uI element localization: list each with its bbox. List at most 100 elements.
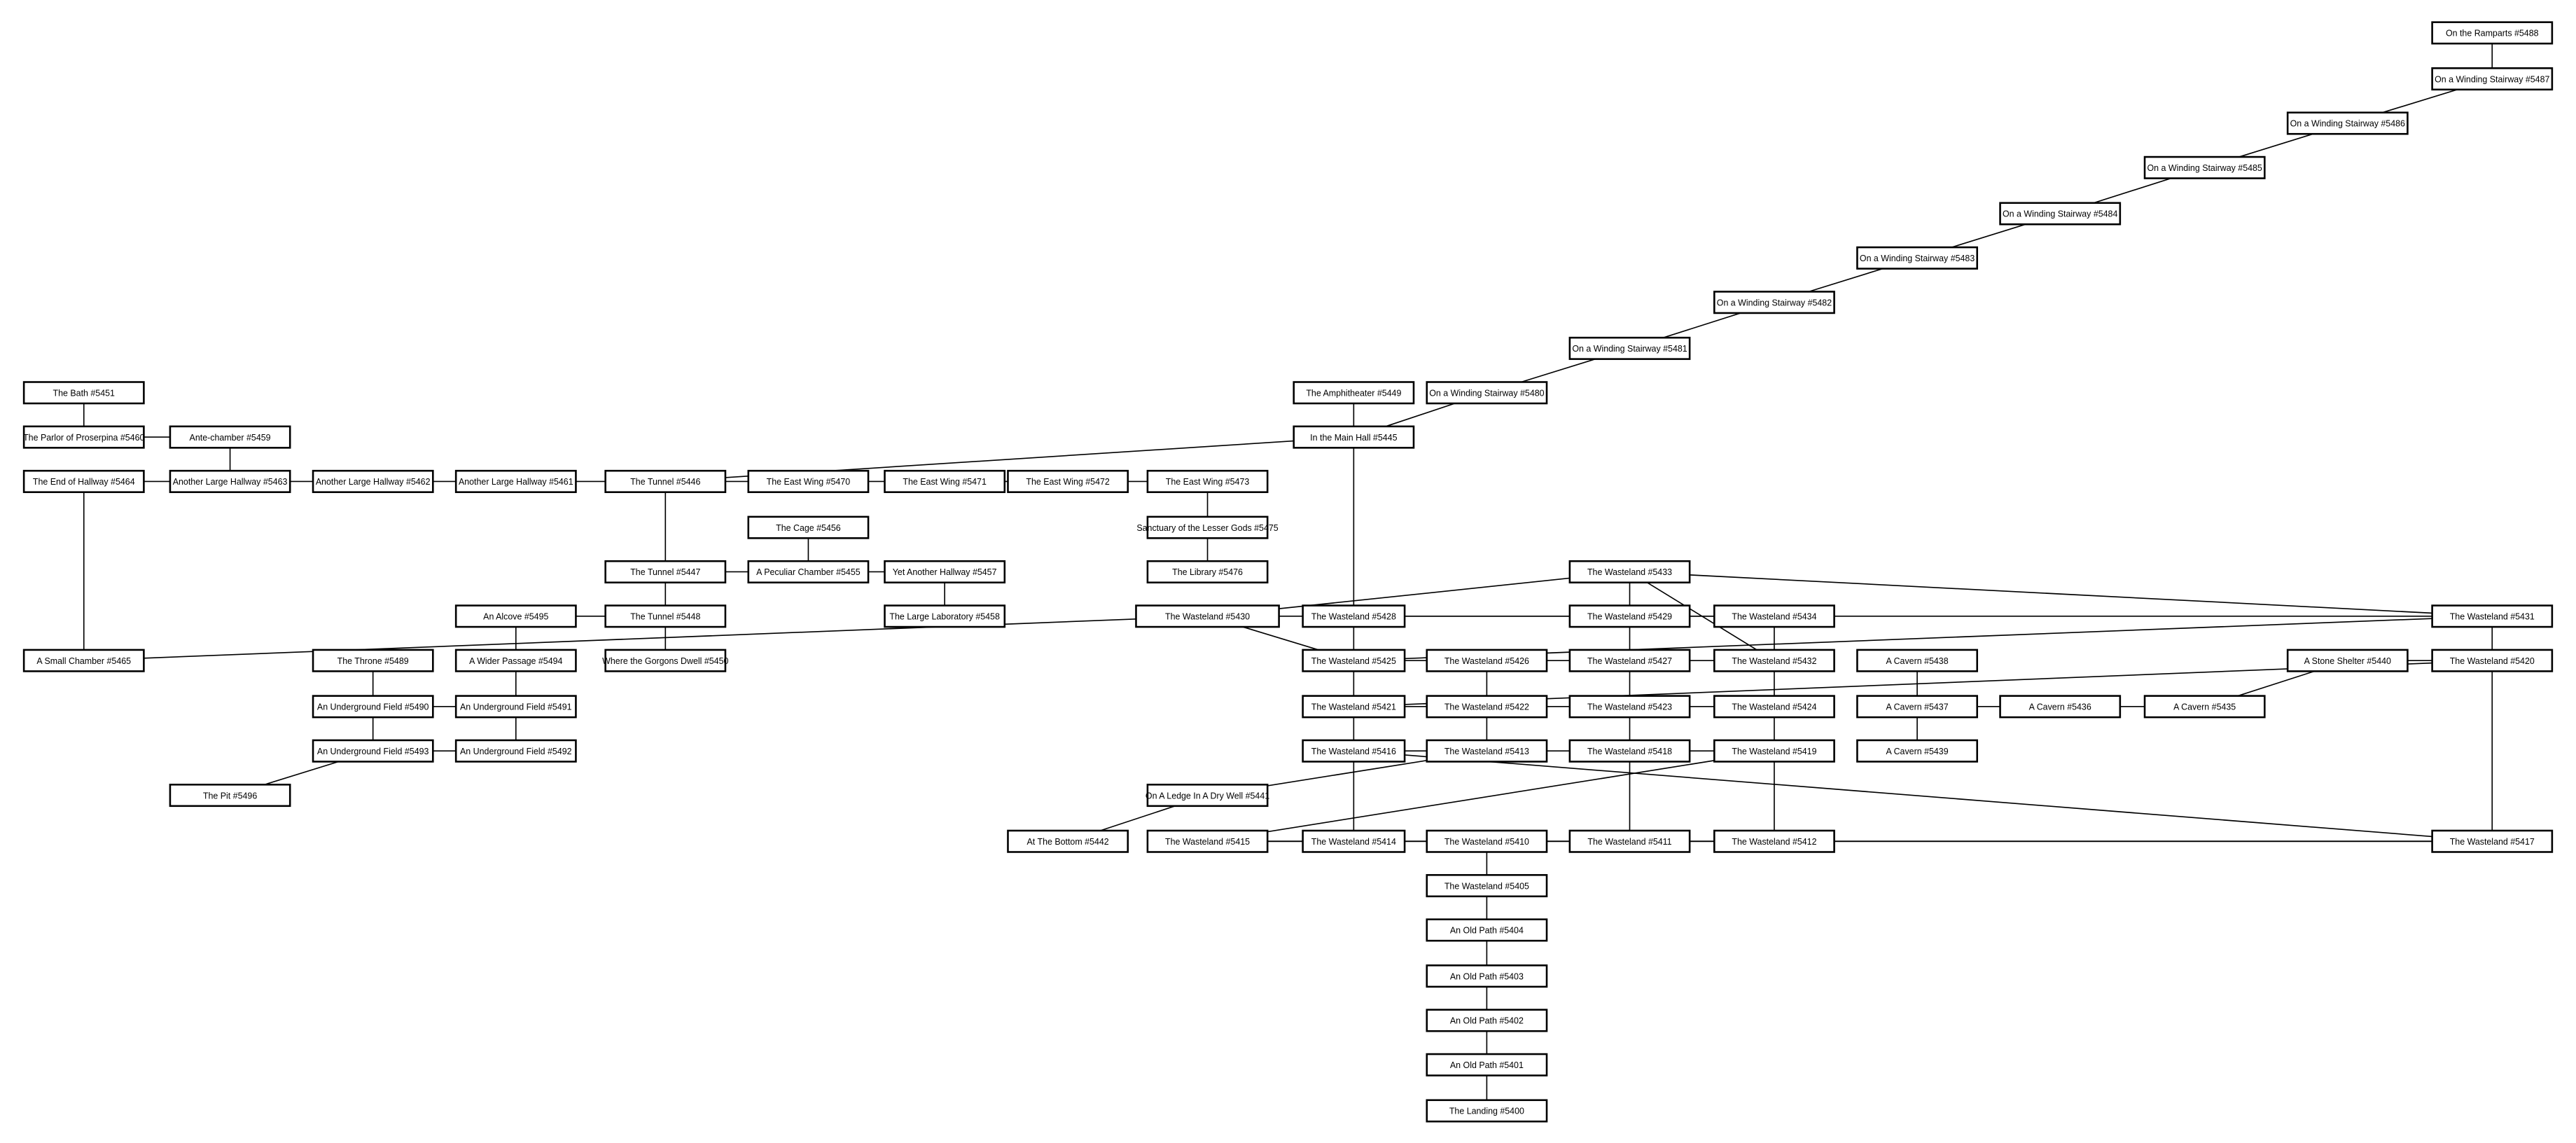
room-node-5485[interactable]: On a Winding Stairway #5485 [2143,155,2266,179]
room-node-5426[interactable]: The Wasteland #5426 [1426,649,1548,672]
room-node-5455[interactable]: A Peculiar Chamber #5455 [747,560,870,584]
room-node-5425[interactable]: The Wasteland #5425 [1302,649,1406,672]
room-node-5473[interactable]: The East Wing #5473 [1146,469,1269,493]
room-node-5413[interactable]: The Wasteland #5413 [1426,739,1548,763]
room-node-5411[interactable]: The Wasteland #5411 [1568,829,1691,853]
room-node-5470[interactable]: The East Wing #5470 [747,469,870,493]
room-node-5410[interactable]: The Wasteland #5410 [1426,829,1548,853]
room-node-5431[interactable]: The Wasteland #5431 [2431,604,2554,628]
room-node-5402[interactable]: An Old Path #5402 [1426,1009,1548,1032]
room-label: The Wasteland #5431 [2450,612,2535,622]
room-node-5412[interactable]: The Wasteland #5412 [1713,829,1835,853]
room-node-5401[interactable]: An Old Path #5401 [1426,1053,1548,1076]
room-node-5400[interactable]: The Landing #5400 [1426,1099,1548,1123]
room-label: The Pit #5496 [203,791,257,801]
room-node-5404[interactable]: An Old Path #5404 [1426,918,1548,942]
room-node-5403[interactable]: An Old Path #5403 [1426,964,1548,988]
room-node-5456[interactable]: The Cage #5456 [747,515,870,539]
room-node-5475[interactable]: Sanctuary of the Lesser Gods #5475 [1136,515,1279,539]
room-node-5424[interactable]: The Wasteland #5424 [1713,695,1835,719]
room-node-5458[interactable]: The Large Laboratory #5458 [884,604,1006,628]
room-node-5432[interactable]: The Wasteland #5432 [1713,649,1835,672]
room-node-5494[interactable]: A Wider Passage #5494 [454,649,577,672]
room-box [169,425,291,449]
room-label: At The Bottom #5442 [1027,837,1109,847]
room-node-5405[interactable]: The Wasteland #5405 [1426,874,1548,898]
room-box [884,560,1006,584]
room-node-5438[interactable]: A Cavern #5438 [1856,649,1979,672]
room-label: On the Ramparts #5488 [2446,29,2539,39]
room-node-5415[interactable]: The Wasteland #5415 [1146,829,1269,853]
room-box [1302,829,1406,853]
room-node-5459[interactable]: Ante-chamber #5459 [169,425,291,449]
room-node-5429[interactable]: The Wasteland #5429 [1568,604,1691,628]
room-node-5437[interactable]: A Cavern #5437 [1856,695,1979,719]
room-node-5446[interactable]: The Tunnel #5446 [604,469,727,493]
room-label: The Wasteland #5414 [1311,837,1396,847]
room-box [1713,604,1835,628]
room-node-5418[interactable]: The Wasteland #5418 [1568,739,1691,763]
room-node-5428[interactable]: The Wasteland #5428 [1302,604,1406,628]
room-label: A Cavern #5438 [1886,656,1949,666]
room-node-5471[interactable]: The East Wing #5471 [884,469,1006,493]
room-node-5441[interactable]: On A Ledge In A Dry Well #5441 [1146,784,1269,808]
room-box [2431,649,2554,672]
room-box [884,604,1006,628]
room-node-5449[interactable]: The Amphitheater #5449 [1293,381,1415,405]
room-label: The East Wing #5471 [903,477,987,487]
room-box [2431,829,2554,853]
room-node-5472[interactable]: The East Wing #5472 [1007,469,1129,493]
room-box [454,695,577,719]
room-node-5493[interactable]: An Underground Field #5493 [312,739,434,763]
room-node-5423[interactable]: The Wasteland #5423 [1568,695,1691,719]
room-node-5422[interactable]: The Wasteland #5422 [1426,695,1548,719]
room-box [1146,469,1269,493]
room-node-5451[interactable]: The Bath #5451 [22,381,145,405]
room-node-5421[interactable]: The Wasteland #5421 [1302,695,1406,719]
room-node-5490[interactable]: An Underground Field #5490 [312,695,434,719]
room-node-5461[interactable]: Another Large Hallway #5461 [454,469,577,493]
room-node-5442[interactable]: At The Bottom #5442 [1007,829,1129,853]
room-label: Sanctuary of the Lesser Gods #5475 [1136,523,1278,533]
room-node-5495[interactable]: An Alcove #5495 [454,604,577,628]
room-node-5420[interactable]: The Wasteland #5420 [2431,649,2554,672]
room-node-5416[interactable]: The Wasteland #5416 [1302,739,1406,763]
room-node-5433[interactable]: The Wasteland #5433 [1568,560,1691,584]
room-node-5430[interactable]: The Wasteland #5430 [1135,604,1280,628]
room-node-5491[interactable]: An Underground Field #5491 [454,695,577,719]
room-node-5457[interactable]: Yet Another Hallway #5457 [884,560,1006,584]
room-node-5460[interactable]: The Parlor of Proserpina #5460 [22,425,145,449]
room-node-5483[interactable]: On a Winding Stairway #5483 [1856,246,1979,270]
room-node-5417[interactable]: The Wasteland #5417 [2431,829,2554,853]
room-node-5434[interactable]: The Wasteland #5434 [1713,604,1835,628]
room-node-5482[interactable]: On a Winding Stairway #5482 [1713,291,1835,314]
room-node-5465[interactable]: A Small Chamber #5465 [22,649,145,672]
room-node-5489[interactable]: The Throne #5489 [312,649,434,672]
room-box [1568,695,1691,719]
room-node-5450[interactable]: Where the Gorgons Dwell #5450 [602,649,728,672]
room-node-5436[interactable]: A Cavern #5436 [1999,695,2122,719]
room-node-5414[interactable]: The Wasteland #5414 [1302,829,1406,853]
room-node-5462[interactable]: Another Large Hallway #5462 [312,469,434,493]
room-node-5464[interactable]: The End of Hallway #5464 [22,469,145,493]
room-node-5487[interactable]: On a Winding Stairway #5487 [2431,67,2554,91]
room-node-5427[interactable]: The Wasteland #5427 [1568,649,1691,672]
room-node-5486[interactable]: On a Winding Stairway #5486 [2286,111,2409,135]
room-box [1146,829,1269,853]
room-node-5488[interactable]: On the Ramparts #5488 [2431,21,2554,45]
room-node-5448[interactable]: The Tunnel #5448 [604,604,727,628]
room-node-5463[interactable]: Another Large Hallway #5463 [169,469,291,493]
room-node-5480[interactable]: On a Winding Stairway #5480 [1426,381,1548,405]
room-node-5481[interactable]: On a Winding Stairway #5481 [1568,336,1691,360]
room-node-5445[interactable]: In the Main Hall #5445 [1293,425,1415,449]
room-node-5447[interactable]: The Tunnel #5447 [604,560,727,584]
room-node-5419[interactable]: The Wasteland #5419 [1713,739,1835,763]
room-node-5440[interactable]: A Stone Shelter #5440 [2286,649,2409,672]
room-node-5492[interactable]: An Underground Field #5492 [454,739,577,763]
room-node-5435[interactable]: A Cavern #5435 [2143,695,2266,719]
room-node-5476[interactable]: The Library #5476 [1146,560,1269,584]
room-node-5439[interactable]: A Cavern #5439 [1856,739,1979,763]
room-node-5484[interactable]: On a Winding Stairway #5484 [1999,202,2122,226]
room-box [22,425,145,449]
room-node-5496[interactable]: The Pit #5496 [169,784,291,808]
